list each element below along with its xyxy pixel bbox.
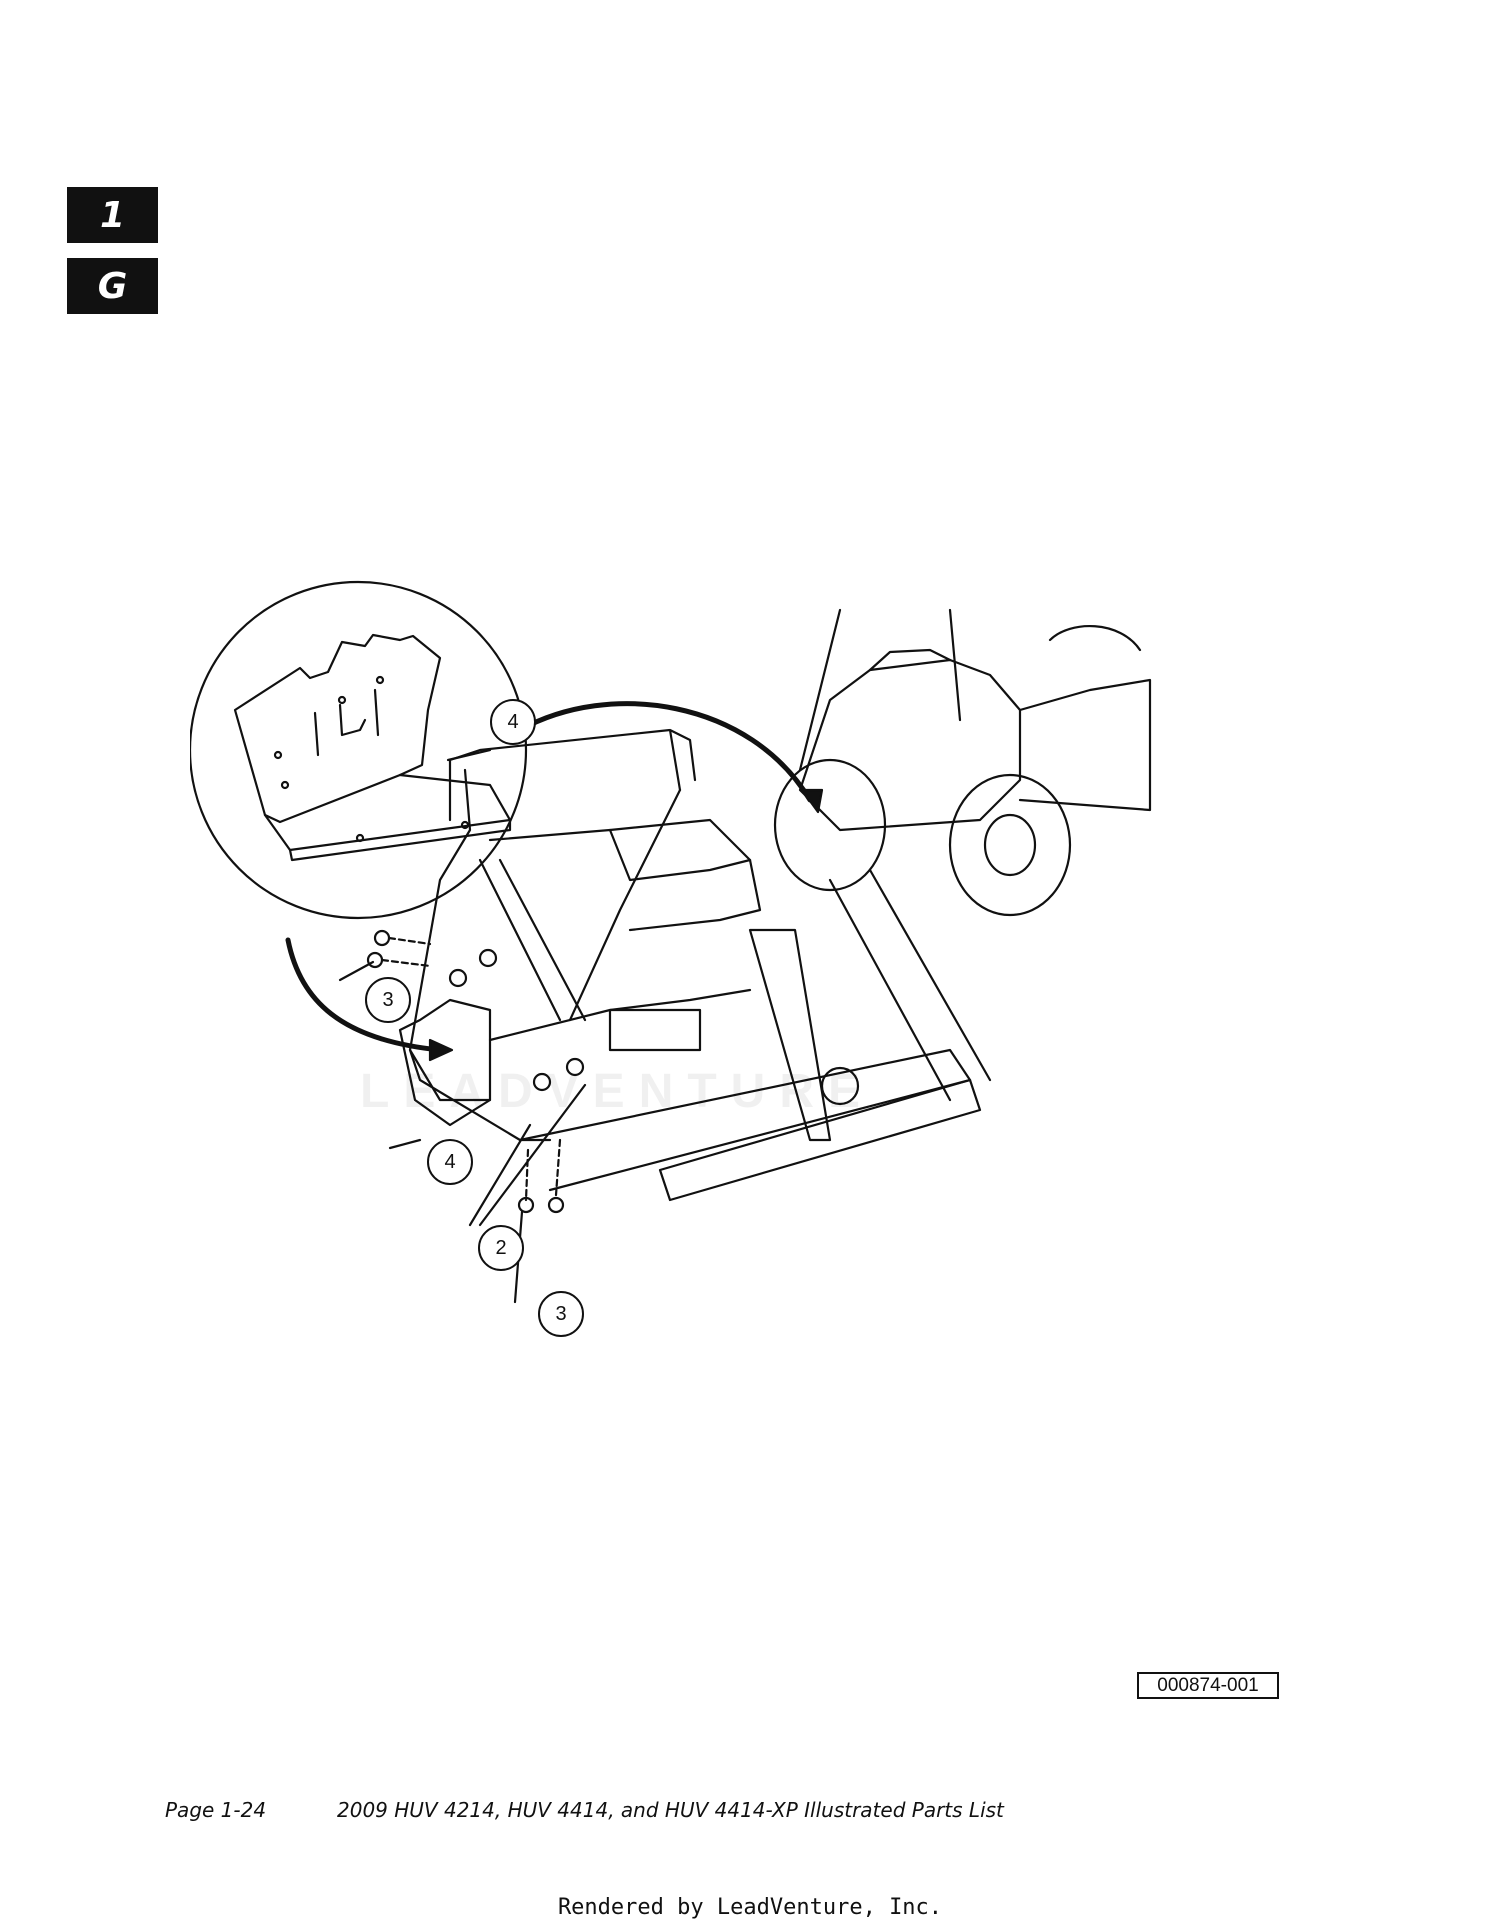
bolts-lower [517, 1138, 565, 1214]
vehicle-thumbnail [773, 608, 1152, 917]
rendered-by: Rendered by LeadVenture, Inc. [557, 1895, 943, 1920]
pointer-arrow-vehicle [517, 701, 813, 803]
section-tab-g: G [67, 258, 158, 314]
figure-id: 000874-001 [1137, 1672, 1279, 1699]
document-title: 2009 HUV 4214, HUV 4414, and HUV 4414-XP… [337, 1798, 1004, 1822]
parts-diagram: 4 3 4 2 3 [190, 580, 1152, 1337]
frame-bracket [398, 998, 492, 1127]
callout-4-frame: 4 [444, 1151, 455, 1173]
bolts-upper [366, 929, 432, 969]
page-number: Page 1-24 [165, 1798, 267, 1822]
section-tab-1: 1 [67, 187, 158, 243]
watermark: LEADVENTURE [360, 1065, 875, 1118]
detail-bracket [233, 633, 442, 824]
chassis-frame [408, 728, 992, 1202]
callout-3-upper: 3 [382, 989, 393, 1011]
callout-3-lower: 3 [555, 1303, 566, 1325]
detail-circle [190, 580, 528, 920]
callout-2: 2 [495, 1237, 506, 1259]
callout-4-detail: 4 [507, 711, 518, 733]
pointer-arrow-frame [285, 937, 443, 1053]
nuts [448, 948, 585, 1092]
